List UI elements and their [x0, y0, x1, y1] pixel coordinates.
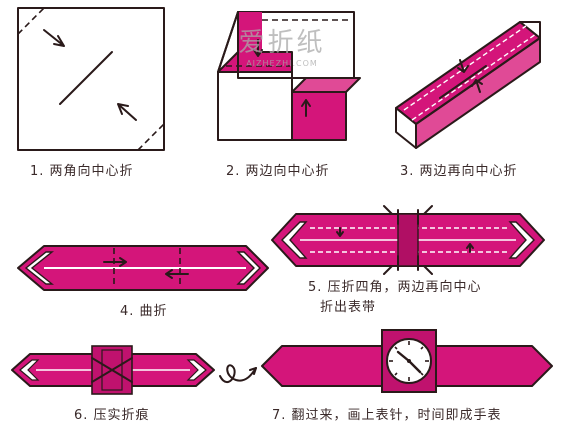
watermark: 爱折纸 AIZHEZHI.COM [222, 22, 342, 68]
step-4-caption: 4. 曲折 [120, 304, 168, 319]
fold-arrow-icon [457, 59, 469, 73]
step-2-box [217, 11, 361, 141]
step-7-caption: 7. 翻过来，画上表针，时间即成手表 [272, 408, 502, 423]
step-5-caption-line2: 折出表带 [320, 300, 377, 315]
step-6-pressed-strip [11, 345, 215, 395]
step-1-square [17, 7, 165, 151]
fold-arrow-icon [466, 243, 474, 253]
step-6-caption: 6. 压实折痕 [74, 408, 150, 423]
fold-arrow-icon [43, 29, 65, 47]
step-5-caption-line1: 5. 压折四角，两边再向中心 [308, 280, 482, 295]
watermark-url: AIZHEZHI.COM [246, 59, 318, 68]
step-3-caption: 3. 两边再向中心折 [400, 164, 518, 179]
curly-arrow-icon [219, 364, 257, 384]
step-2-caption: 2. 两边向中心折 [226, 164, 330, 179]
fold-arrow-icon [103, 257, 127, 267]
watermark-chinese: 爱折纸 [238, 28, 326, 58]
step-4-zigzag-strip [17, 245, 269, 291]
fold-arrow-icon [336, 227, 344, 237]
fold-arrow-icon [253, 39, 263, 57]
minute-hand [407, 359, 422, 374]
step-7-finished-watch [261, 329, 553, 393]
fold-arrow-icon [165, 269, 189, 279]
step-3-strip [395, 21, 541, 149]
fold-arrow-icon [471, 79, 483, 93]
fold-arrow-icon [117, 103, 137, 121]
fold-arrow-icon [301, 99, 311, 117]
step-1-caption: 1. 两角向中心折 [30, 164, 134, 179]
hour-hand [396, 350, 411, 363]
step-5-crimped-strip [271, 205, 545, 275]
